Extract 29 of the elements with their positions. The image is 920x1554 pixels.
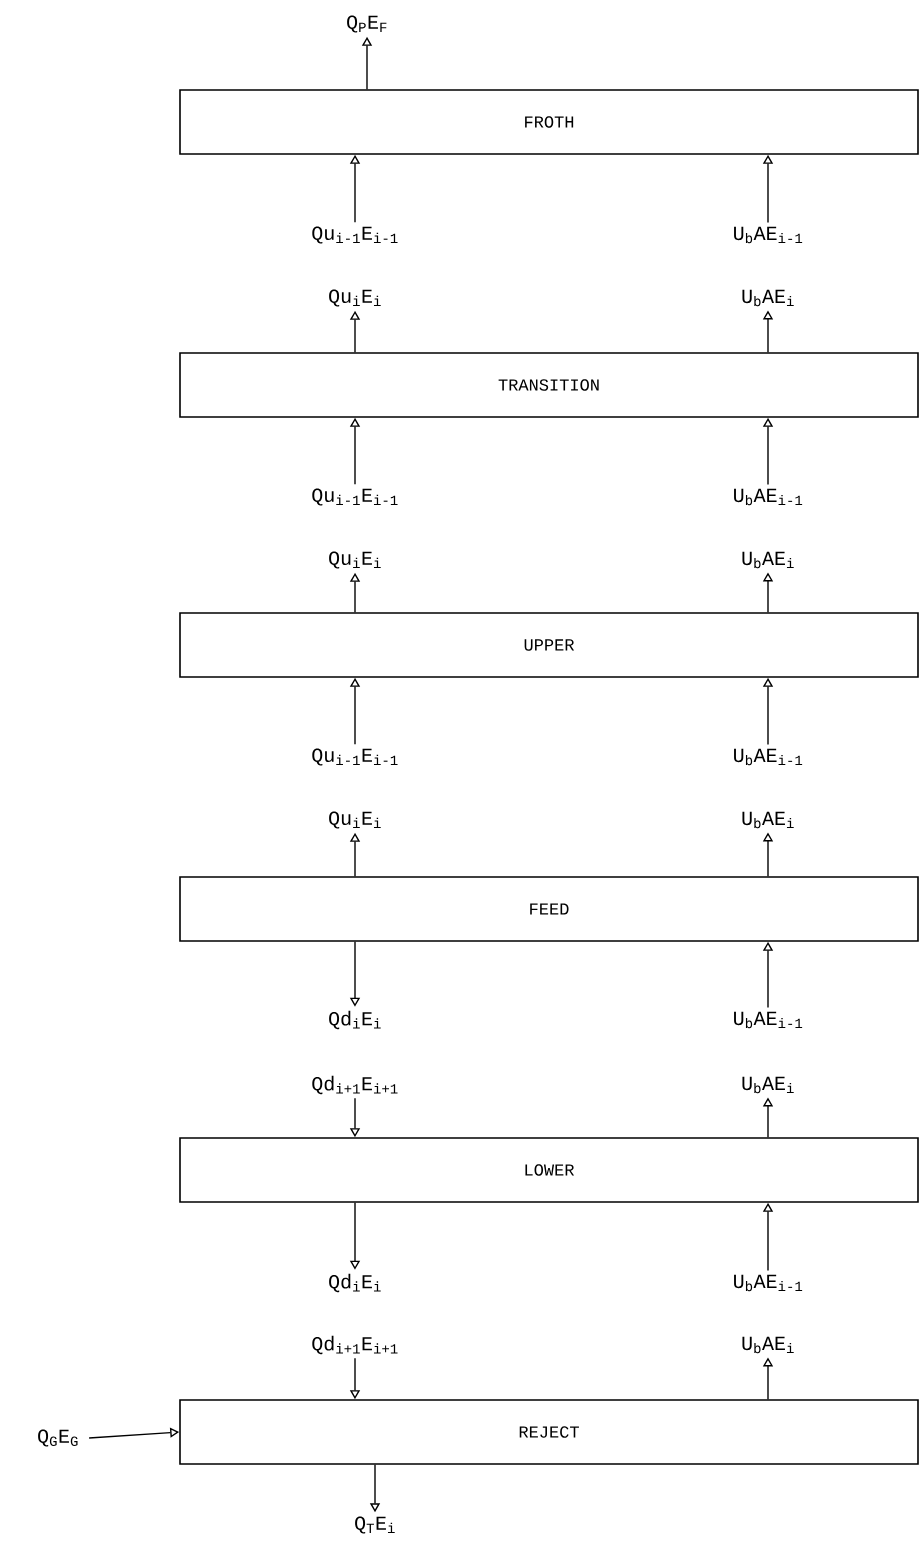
zone-box: TRANSITION [179, 352, 919, 418]
flow-label: Qu$_{i}$E$_{i}$ [329, 811, 381, 829]
zone-box: FROTH [179, 89, 919, 155]
flow-label: Qu$_{i-1}$E$_{i-1}$ [312, 488, 398, 506]
zone-box: LOWER [179, 1137, 919, 1203]
flow-label: U$_{b}$AE$_{i}$ [742, 811, 794, 829]
flow-label: U$_{b}$AE$_{i-1}$ [734, 226, 803, 244]
flow-label: Q$_{G}$E$_{G}$ [38, 1429, 78, 1447]
flow-label: U$_{b}$AE$_{i}$ [742, 289, 794, 307]
flow-label: Qu$_{i}$E$_{i}$ [329, 551, 381, 569]
flow-label: Qu$_{i}$E$_{i}$ [329, 289, 381, 307]
flow-label: U$_{b}$AE$_{i}$ [742, 1076, 794, 1094]
zone-box: FEED [179, 876, 919, 942]
flow-label: Q$_{P}$E$_{F}$ [347, 15, 387, 33]
flow-label: U$_{b}$AE$_{i-1}$ [734, 488, 803, 506]
flow-label: U$_{b}$AE$_{i-1}$ [734, 1011, 803, 1029]
flow-label: Qu$_{i-1}$E$_{i-1}$ [312, 748, 398, 766]
flow-label: Qd$_{i+1}$E$_{i+1}$ [312, 1335, 398, 1355]
flow-label: Qd$_{i}$E$_{i}$ [329, 1273, 381, 1293]
flow-label: U$_{b}$AE$_{i}$ [742, 1336, 794, 1354]
flow-label: Qu$_{i-1}$E$_{i-1}$ [312, 226, 398, 244]
zone-box: REJECT [179, 1399, 919, 1465]
flow-label: U$_{b}$AE$_{i-1}$ [734, 748, 803, 766]
flow-label: Qd$_{i}$E$_{i}$ [329, 1010, 381, 1030]
zone-box: UPPER [179, 612, 919, 678]
flow-label: Q$_{T}$E$_{i}$ [355, 1516, 395, 1534]
flow-label: U$_{b}$AE$_{i-1}$ [734, 1274, 803, 1292]
flow-label: U$_{b}$AE$_{i}$ [742, 551, 794, 569]
flow-label: Qd$_{i+1}$E$_{i+1}$ [312, 1075, 398, 1095]
